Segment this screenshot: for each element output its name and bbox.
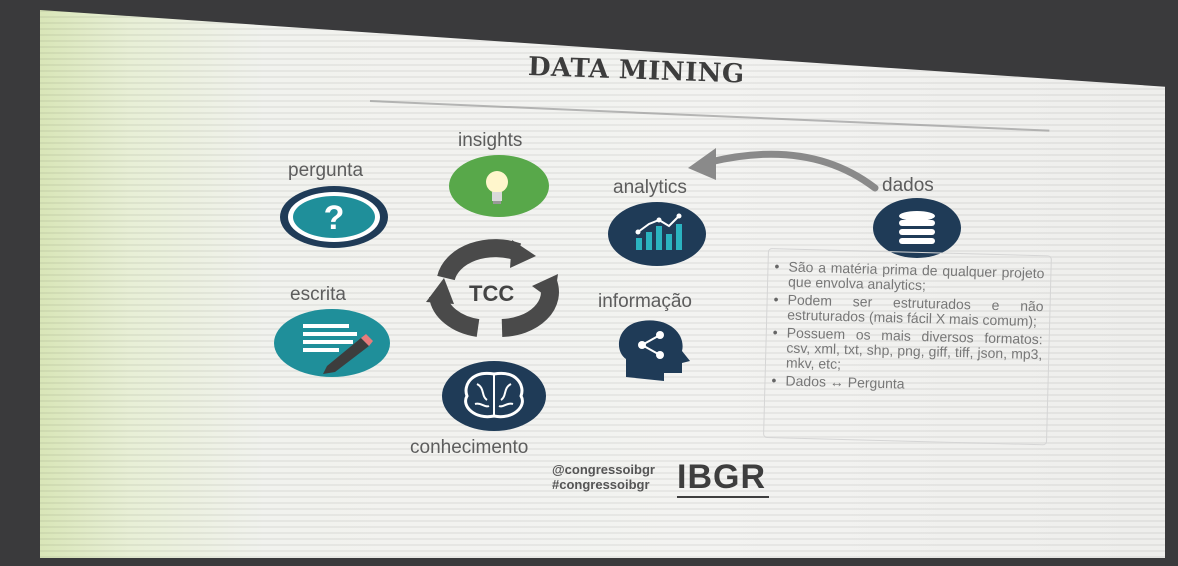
bar-chart-icon xyxy=(608,202,706,266)
brain-icon xyxy=(441,360,547,432)
bullet-4: Dados ↔ Pergunta xyxy=(785,373,1041,396)
svg-text:?: ? xyxy=(324,199,345,237)
curved-arrow-icon xyxy=(688,148,879,192)
handle-at: @congressoibgr xyxy=(552,462,655,477)
cycle-arrows-icon xyxy=(418,238,570,338)
database-icon xyxy=(873,198,961,258)
handle-hashtag: #congressoibgr xyxy=(552,477,650,492)
document-pencil-icon xyxy=(273,308,391,378)
ibgr-logo: IBGR xyxy=(677,458,766,496)
label-dados: dados xyxy=(882,175,934,196)
logo-underline xyxy=(677,496,769,498)
label-conhecimento: conhecimento xyxy=(410,437,529,458)
label-informacao: informação xyxy=(598,291,692,312)
label-escrita: escrita xyxy=(290,284,346,305)
label-pergunta: pergunta xyxy=(288,160,364,181)
bullet-3: Possuem os mais diversos formatos: csv, … xyxy=(786,325,1043,378)
center-label-tcc: TCC xyxy=(469,281,515,306)
lightbulb-icon xyxy=(449,155,549,217)
bullet-1: São a matéria prima de qualquer projeto … xyxy=(788,259,1045,297)
label-analytics: analytics xyxy=(613,177,687,198)
question-mark-icon: ? xyxy=(279,185,389,249)
dados-description-box: São a matéria prima de qualquer projeto … xyxy=(763,248,1052,446)
label-insights: insights xyxy=(458,130,523,151)
bullet-2: Podem ser estruturados e não estruturado… xyxy=(787,292,1044,330)
social-handles: @congressoibgr #congressoibgr xyxy=(552,462,655,492)
head-share-icon xyxy=(612,315,694,381)
